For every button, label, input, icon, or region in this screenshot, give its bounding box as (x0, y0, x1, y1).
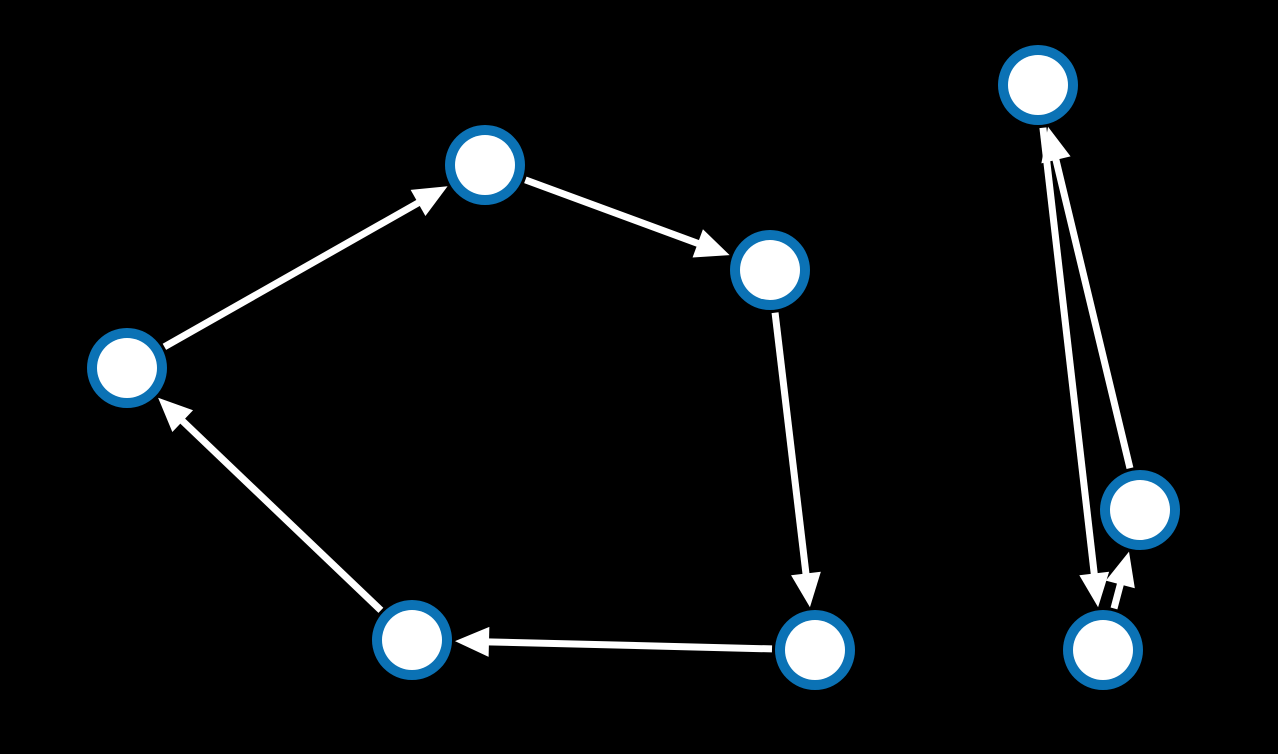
graph-edge (771, 312, 810, 576)
graph-node[interactable] (1100, 470, 1180, 550)
arrowhead-icon (791, 571, 821, 608)
graph-edge (1052, 157, 1134, 470)
node-core (1008, 55, 1068, 115)
node-core (785, 620, 845, 680)
node-core (455, 135, 515, 195)
graph-node[interactable] (1063, 610, 1143, 690)
arrowhead-icon (1079, 571, 1110, 608)
arrowhead-icon (454, 626, 490, 657)
graph-node[interactable] (998, 45, 1078, 125)
graph-edge (162, 198, 422, 350)
graph-edge (178, 417, 384, 613)
graph-edge (486, 638, 773, 653)
node-core (97, 338, 157, 398)
graph-node[interactable] (730, 230, 810, 310)
arrowhead-icon (1105, 551, 1135, 589)
arrowhead-icon (410, 186, 448, 217)
graph-node[interactable] (445, 125, 525, 205)
node-layer (87, 45, 1180, 690)
graph-node[interactable] (775, 610, 855, 690)
node-core (1110, 480, 1170, 540)
graph-node[interactable] (87, 328, 167, 408)
node-core (1073, 620, 1133, 680)
node-core (382, 610, 442, 670)
arrowhead-icon (158, 397, 194, 433)
graph-edge (1110, 581, 1125, 610)
graph-node[interactable] (372, 600, 452, 680)
graph-edge (524, 176, 701, 248)
node-core (740, 240, 800, 300)
arrowhead-icon (1041, 126, 1071, 164)
arrowhead-icon (692, 229, 730, 258)
graph-edge (1039, 127, 1098, 576)
edge-layer (158, 126, 1135, 657)
